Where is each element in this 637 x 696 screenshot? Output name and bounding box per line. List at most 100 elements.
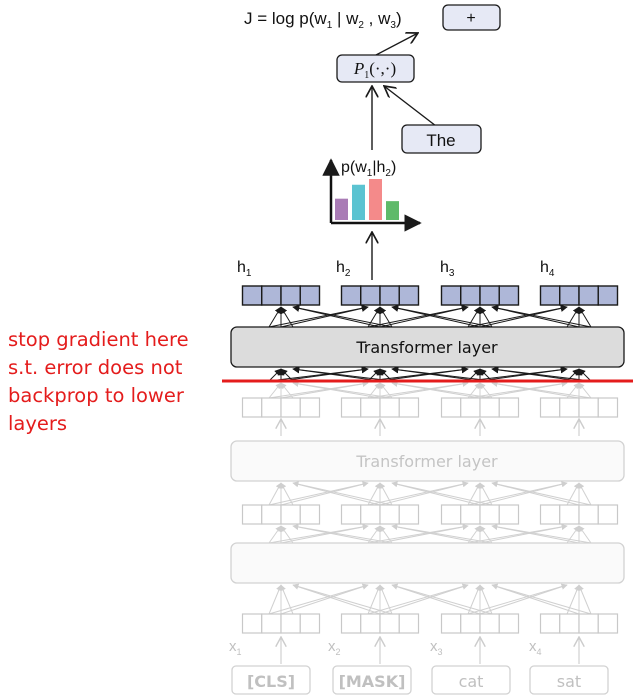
vector-cell xyxy=(360,504,381,525)
vector-cell xyxy=(498,397,520,418)
vector-cell xyxy=(597,504,619,525)
vector-cell xyxy=(460,397,481,418)
vector-cell xyxy=(578,285,599,306)
vector-cell xyxy=(241,285,263,306)
stop-gradient-annotation: stop gradient here s.t. error does not b… xyxy=(8,326,223,438)
vector-cell xyxy=(299,613,321,634)
input-label-x1: x1 xyxy=(229,638,242,657)
vector-cell xyxy=(479,397,500,418)
attention-connection xyxy=(268,382,282,399)
distribution-bar xyxy=(369,179,382,220)
svg-text:Transformer layer: Transformer layer xyxy=(355,452,498,471)
vector-cell xyxy=(280,613,301,634)
attention-connection xyxy=(280,380,369,399)
attention-connection xyxy=(578,584,592,615)
attention-connection xyxy=(479,305,568,328)
attention-connection xyxy=(268,482,282,506)
annotation-line: backprop to lower xyxy=(8,384,184,407)
attention-connection xyxy=(280,583,369,615)
attention-connection xyxy=(479,525,493,544)
attention-connection xyxy=(379,524,469,544)
token-box: [MASK] xyxy=(332,665,412,695)
attention-connection xyxy=(391,380,493,399)
vector-cell xyxy=(597,613,619,634)
attention-connection xyxy=(467,583,568,615)
bottom-embedding-layer xyxy=(230,542,625,584)
vector-cell xyxy=(299,397,321,418)
vector-cell xyxy=(440,613,462,634)
plus-node: + xyxy=(442,4,501,31)
vector-cell xyxy=(498,504,520,525)
attention-connection xyxy=(379,583,469,615)
vector-cell xyxy=(460,285,481,306)
vector-cell xyxy=(578,613,599,634)
input-embedding-vector xyxy=(241,613,321,634)
the-token-node: The xyxy=(401,124,482,154)
svg-text:+: + xyxy=(466,10,475,27)
attention-connection xyxy=(280,584,294,615)
vector-cell xyxy=(479,285,500,306)
attention-connection xyxy=(479,306,493,328)
input-embedding-vector xyxy=(539,613,619,634)
attention-connection xyxy=(578,306,592,328)
vector-cell xyxy=(559,285,580,306)
vector-cell xyxy=(379,285,400,306)
attention-connection xyxy=(280,368,294,382)
vector-cell xyxy=(559,613,580,634)
attention-connection xyxy=(280,482,294,506)
attention-connection xyxy=(292,583,393,615)
frozen-vector-row1 xyxy=(440,397,520,418)
attention-connection xyxy=(292,481,393,506)
vector-cell xyxy=(379,504,400,525)
frozen-vector-row2 xyxy=(340,504,420,525)
attention-connection xyxy=(479,583,568,615)
frozen-vector-row2 xyxy=(539,504,619,525)
arrow-p1-to-objective xyxy=(375,33,418,56)
attention-connection xyxy=(479,366,568,382)
attention-connection xyxy=(491,583,592,615)
vector-cell xyxy=(398,504,420,525)
vector-cell xyxy=(261,397,282,418)
hidden-label-h3: h3 xyxy=(440,259,455,279)
attention-connection xyxy=(479,380,568,399)
vector-cell xyxy=(280,397,301,418)
token-label: sat xyxy=(557,672,581,691)
attention-connection xyxy=(391,523,493,544)
attention-connection xyxy=(367,583,469,615)
attention-connection xyxy=(268,525,282,544)
attention-connection xyxy=(379,304,469,328)
attention-connection xyxy=(268,368,282,382)
vector-cell xyxy=(479,613,500,634)
attention-connection xyxy=(391,481,493,506)
input-embedding-vector xyxy=(440,613,520,634)
attention-connection xyxy=(391,583,481,615)
attention-connection xyxy=(391,366,493,382)
attention-connection xyxy=(578,482,592,506)
vector-cell xyxy=(261,504,282,525)
hidden-label-h1: h1 xyxy=(237,259,252,279)
distribution-bar xyxy=(352,184,365,220)
trainable-upper-network xyxy=(241,285,619,382)
attention-connection xyxy=(280,382,294,399)
attention-connection xyxy=(379,481,469,506)
attention-connection xyxy=(268,584,282,615)
input-label-x3: x3 xyxy=(430,638,443,657)
attention-connection xyxy=(379,482,393,506)
vector-cell xyxy=(299,504,321,525)
vector-cell xyxy=(360,285,381,306)
vector-cell xyxy=(398,285,420,306)
arrow-the-to-p1 xyxy=(384,86,437,127)
vector-cell xyxy=(241,613,263,634)
attention-connection xyxy=(479,368,493,382)
attention-connection xyxy=(292,583,381,615)
svg-text:The: The xyxy=(426,131,455,150)
output-distribution: p(w1|h2) xyxy=(322,158,422,232)
attention-connection xyxy=(491,523,592,544)
hidden-vector-h3 xyxy=(440,285,520,306)
vector-cell xyxy=(539,397,561,418)
vector-cell xyxy=(241,504,263,525)
frozen-vector-row2 xyxy=(440,504,520,525)
attention-connection xyxy=(280,481,369,506)
vector-cell xyxy=(498,285,520,306)
